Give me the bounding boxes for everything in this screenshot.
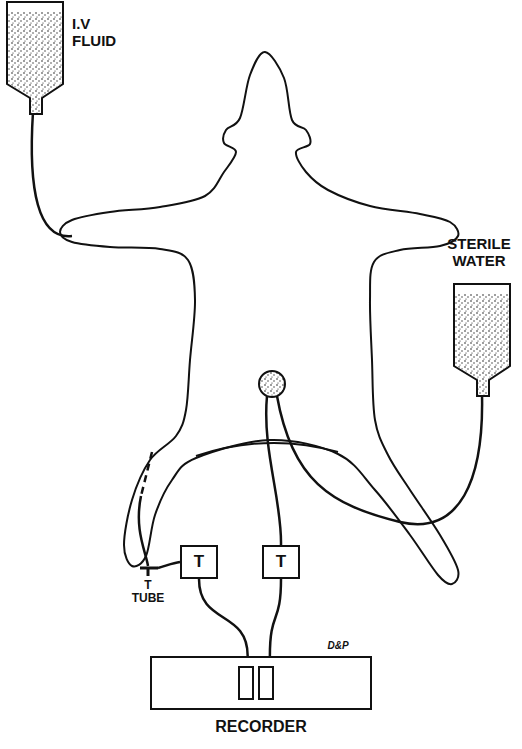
- recorder-box: RECORDER: [150, 656, 372, 710]
- sterile-water-tube: [277, 394, 482, 524]
- animal-outline: [60, 52, 458, 584]
- signature: D&P: [318, 640, 358, 651]
- transducer-box: T: [180, 545, 218, 579]
- iv-tube: [32, 112, 72, 236]
- bottle-drawing: [5, 0, 67, 116]
- catheter-dashed: [141, 452, 152, 496]
- t-tube-line: [158, 562, 180, 568]
- signal-line: [199, 579, 248, 656]
- fluid-bottle: STERILE WATER: [438, 236, 520, 396]
- t-tube-label: T TUBE: [128, 579, 168, 605]
- transducer-box: T: [262, 545, 300, 579]
- balloon: [259, 371, 285, 397]
- balloon-tube: [266, 396, 281, 545]
- bottle-label: STERILE WATER: [438, 236, 520, 269]
- transducer-label: T: [276, 553, 286, 572]
- catheter-line: [139, 496, 148, 566]
- recorder-window: [238, 666, 254, 700]
- recorder-label: RECORDER: [152, 718, 370, 736]
- t-tube-fitting: [140, 568, 158, 576]
- bottle-drawing: [452, 282, 514, 398]
- recorder-window: [258, 666, 274, 700]
- transducer-label: T: [194, 553, 204, 572]
- bottle-label: I.V FLUID: [72, 16, 128, 49]
- signal-line: [270, 579, 281, 656]
- fluid-bottle: I.V FLUID: [0, 0, 135, 125]
